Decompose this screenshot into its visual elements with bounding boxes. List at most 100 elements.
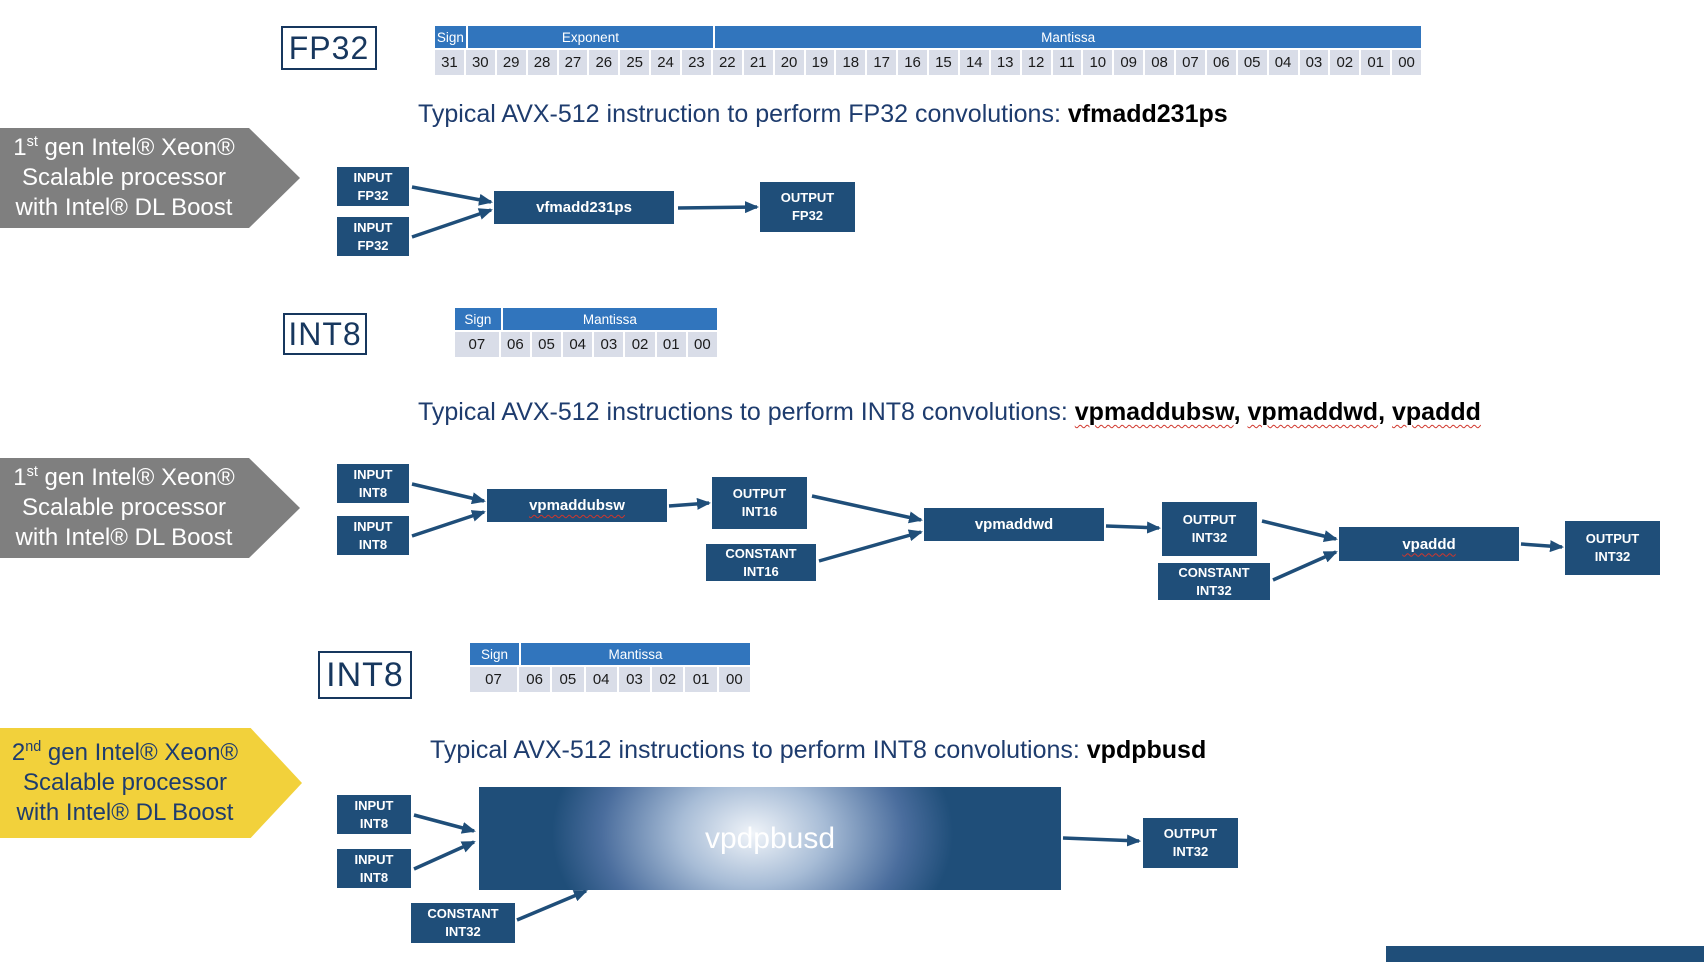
- bit-cell-07: 07: [455, 332, 499, 357]
- bit-cell-06: 06: [518, 667, 551, 692]
- bit-cell-25: 25: [620, 50, 650, 75]
- bit-cell-26: 26: [589, 50, 619, 75]
- fp32-title-instruction: vfmadd231ps: [1067, 100, 1228, 128]
- bitfield-header-mantissa: Mantissa: [502, 308, 717, 330]
- input-fp32-box-2: INPUT FP32: [337, 217, 409, 256]
- title-instr-vpdpbusd: vpdpbusd: [1086, 736, 1207, 764]
- bit-cell-28: 28: [527, 50, 557, 75]
- bitfield-header-sign: Sign: [470, 643, 520, 665]
- banner-line2: Scalable processor: [22, 769, 228, 796]
- arrow: [411, 185, 493, 206]
- banner-line3: with Intel® DL Boost: [16, 799, 234, 826]
- banner-line3: with Intel® DL Boost: [15, 524, 233, 551]
- arrow: [818, 529, 923, 563]
- bit-cell-27: 27: [558, 50, 588, 75]
- bit-cell-04: 04: [563, 332, 593, 357]
- constant-int32-box-gen1: CONSTANT INT32: [1158, 563, 1270, 600]
- banner-line2: Scalable processor: [21, 164, 227, 191]
- output-int16-box: OUTPUT INT16: [712, 477, 807, 529]
- bottom-right-accent-bar: [1386, 946, 1704, 962]
- bit-cell-08: 08: [1145, 50, 1174, 75]
- bit-cell-04: 04: [585, 667, 617, 692]
- bit-cell-02: 02: [625, 332, 655, 357]
- vpaddd-op-box: vpaddd: [1339, 527, 1519, 561]
- output-int32-box-gen2: OUTPUT INT32: [1143, 818, 1238, 868]
- title-instr-vpmaddubsw: vpmaddubsw: [1074, 398, 1234, 426]
- fp32-section-title: Typical AVX-512 instruction to perform F…: [418, 100, 1228, 129]
- bit-cell-07: 07: [470, 667, 517, 692]
- int8-format-label-2: INT8: [318, 651, 412, 699]
- bit-cell-22: 22: [712, 50, 742, 75]
- arrow: [413, 840, 476, 871]
- arrow: [411, 482, 486, 505]
- int8-gen2-title-text: Typical AVX-512 instructions to perform …: [430, 736, 1087, 764]
- fp32-title-text: Typical AVX-512 instruction to perform F…: [418, 100, 1068, 128]
- arrow: [411, 510, 486, 538]
- arrow: [516, 889, 588, 922]
- bit-cell-00: 00: [687, 332, 717, 357]
- arrow: [811, 494, 923, 524]
- arrow: [1261, 519, 1338, 542]
- banner-line1: 2nd gen Intel® Xeon®: [11, 739, 239, 766]
- banner-line1: 1st gen Intel® Xeon®: [13, 464, 235, 491]
- bit-cell-23: 23: [682, 50, 711, 75]
- bit-cell-10: 10: [1083, 50, 1113, 75]
- bit-cell-12: 12: [1021, 50, 1051, 75]
- banner-line3: with Intel® DL Boost: [15, 194, 233, 221]
- bit-cell-05: 05: [1237, 50, 1267, 75]
- arrow: [413, 813, 476, 834]
- arrow: [1520, 540, 1564, 553]
- input-int8-box-2: INPUT INT8: [337, 516, 409, 555]
- bitfield-header-mantissa: Mantissa: [521, 643, 750, 665]
- title-instr-vpaddd: vpaddd: [1392, 398, 1481, 426]
- bit-cell-06: 06: [1206, 50, 1236, 75]
- int8-format-label-1: INT8: [283, 313, 367, 355]
- bit-cell-16: 16: [898, 50, 927, 75]
- bit-cell-04: 04: [1268, 50, 1298, 75]
- bit-cell-17: 17: [867, 50, 897, 75]
- bit-cell-06: 06: [500, 332, 530, 357]
- input-int8-box-1: INPUT INT8: [337, 464, 409, 503]
- bit-cell-01: 01: [685, 667, 717, 692]
- bit-cell-07: 07: [1176, 50, 1205, 75]
- arrow: [411, 208, 493, 239]
- bit-cell-15: 15: [929, 50, 958, 75]
- arrow: [1062, 834, 1141, 847]
- bitfield-header-exponent: Exponent: [467, 26, 714, 48]
- output-int32-box-final: OUTPUT INT32: [1565, 521, 1660, 575]
- bit-cell-09: 09: [1114, 50, 1144, 75]
- int8-gen2-section-title: Typical AVX-512 instructions to perform …: [430, 736, 1206, 765]
- gen2-banner: 2nd gen Intel® Xeon® Scalable processor …: [0, 728, 302, 838]
- bit-cell-18: 18: [836, 50, 866, 75]
- constant-int16-box: CONSTANT INT16: [706, 544, 816, 581]
- bit-cell-01: 01: [656, 332, 686, 357]
- bit-cell-00: 00: [718, 667, 751, 692]
- bit-cell-31: 31: [435, 50, 464, 75]
- bit-cell-05: 05: [531, 332, 562, 357]
- bit-cell-02: 02: [652, 667, 684, 692]
- arrow: [1105, 521, 1161, 534]
- bit-cell-20: 20: [774, 50, 804, 75]
- bit-cell-30: 30: [465, 50, 495, 75]
- arrow: [668, 497, 711, 510]
- bit-cell-03: 03: [1299, 50, 1329, 75]
- bit-cell-24: 24: [651, 50, 680, 75]
- bit-cell-02: 02: [1330, 50, 1360, 75]
- bit-cell-29: 29: [496, 50, 526, 75]
- banner-line1: 1st gen Intel® Xeon®: [13, 134, 235, 161]
- arrow: [1272, 550, 1338, 582]
- banner-line2: Scalable processor: [21, 494, 227, 521]
- input-fp32-box-1: INPUT FP32: [337, 167, 409, 206]
- title-instr-vpmaddwd: vpmaddwd: [1247, 398, 1379, 426]
- vpdpbusd-op-box: vpdpbusd: [479, 787, 1061, 890]
